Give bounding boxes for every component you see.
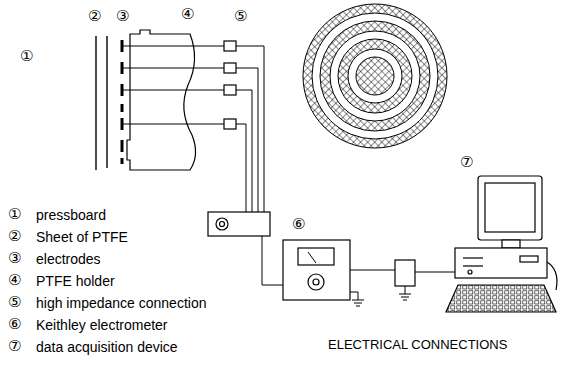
key-number: ① — [8, 206, 21, 223]
computer — [446, 176, 557, 312]
electrode-wires — [123, 68, 224, 69]
pressboard — [95, 36, 96, 170]
electrodes — [121, 158, 124, 164]
electrode-wires — [123, 124, 224, 125]
electrode-pattern — [312, 13, 438, 139]
computer — [463, 265, 483, 266]
callout-number: ⑥ — [292, 216, 305, 233]
junction-box — [220, 222, 225, 227]
ground-symbol — [401, 297, 409, 298]
junction-box — [216, 218, 228, 230]
key-number: ⑦ — [8, 338, 21, 355]
electrodes — [121, 140, 124, 152]
electrode-wires — [236, 124, 246, 212]
key-text: pressboard — [36, 207, 106, 223]
ground-symbol — [399, 294, 411, 295]
high-impedance-connectors — [224, 41, 236, 51]
key-number: ④ — [8, 272, 21, 289]
computer — [468, 270, 472, 274]
key-text: PTFE holder — [36, 273, 115, 289]
callout-number: ① — [20, 48, 33, 65]
electrode-wires — [123, 46, 264, 212]
high-impedance-connectors — [224, 119, 236, 129]
computer — [485, 183, 535, 232]
electrode-pattern — [320, 21, 430, 131]
electrode-pattern — [348, 49, 402, 103]
key-text: electrodes — [36, 251, 101, 267]
ground-symbol — [399, 286, 411, 300]
ptfe-holder — [127, 30, 196, 170]
electrode-pattern — [303, 4, 447, 148]
ground-symbol — [356, 306, 360, 307]
electrode-pattern — [303, 4, 447, 148]
keithley-electrometer — [308, 274, 324, 290]
junction-box — [208, 212, 270, 236]
callout-number: ⑤ — [234, 8, 247, 25]
ground-symbol — [350, 292, 364, 306]
electrodes — [121, 104, 124, 112]
signal-wires — [415, 272, 455, 273]
keithley-electrometer — [313, 279, 319, 285]
callout-number: ④ — [181, 6, 194, 23]
key-number: ③ — [8, 250, 21, 267]
keithley-electrometer — [283, 240, 350, 300]
computer — [455, 248, 547, 278]
ground-symbol — [350, 292, 358, 300]
high-impedance-connectors — [224, 41, 236, 129]
junction-box — [208, 212, 270, 236]
computer — [463, 257, 483, 258]
ptfe-sheet — [106, 36, 107, 168]
callout-number: ② — [88, 8, 101, 25]
high-impedance-connectors — [224, 63, 236, 73]
ground-symbol — [405, 286, 406, 294]
high-impedance-connectors — [224, 85, 236, 95]
electrode-pattern — [330, 31, 420, 121]
computer — [502, 240, 520, 248]
electrodes — [121, 40, 124, 164]
computer — [547, 262, 557, 290]
interface-box — [395, 260, 415, 286]
key-number: ⑤ — [8, 294, 21, 311]
electrode-pattern — [356, 57, 394, 95]
key-text: high impedance connection — [36, 295, 206, 311]
key-number: ⑥ — [8, 316, 21, 333]
ptfe-holder — [127, 30, 196, 170]
ground-symbol — [403, 300, 407, 301]
key-number: ② — [8, 228, 21, 245]
ground-symbol — [352, 300, 364, 301]
signal-wires — [350, 270, 395, 271]
ptfe-sheet — [106, 36, 107, 168]
electrode-wires — [236, 46, 264, 212]
callout-number: ⑦ — [460, 154, 473, 171]
ground-symbol — [354, 303, 362, 304]
section-caption: ELECTRICAL CONNECTIONS — [328, 338, 507, 353]
pressboard — [95, 36, 96, 170]
electrode-wires — [236, 68, 258, 212]
signal-wires — [262, 236, 283, 285]
electrode-wires — [123, 90, 224, 91]
key-text: Keithley electrometer — [36, 317, 168, 333]
electrode-wires — [123, 46, 224, 47]
key-text: Sheet of PTFE — [36, 229, 128, 245]
electrode-wires — [236, 90, 252, 212]
keithley-electrometer — [283, 240, 350, 300]
computer — [520, 256, 538, 262]
electrode-pattern — [338, 39, 412, 113]
key-text: data acquisition device — [36, 339, 178, 355]
computer — [446, 285, 556, 312]
computer — [478, 176, 542, 240]
keithley-electrometer — [298, 248, 334, 265]
keithley-electrometer — [308, 252, 316, 263]
interface-box — [395, 260, 415, 286]
callout-number: ③ — [116, 8, 129, 25]
